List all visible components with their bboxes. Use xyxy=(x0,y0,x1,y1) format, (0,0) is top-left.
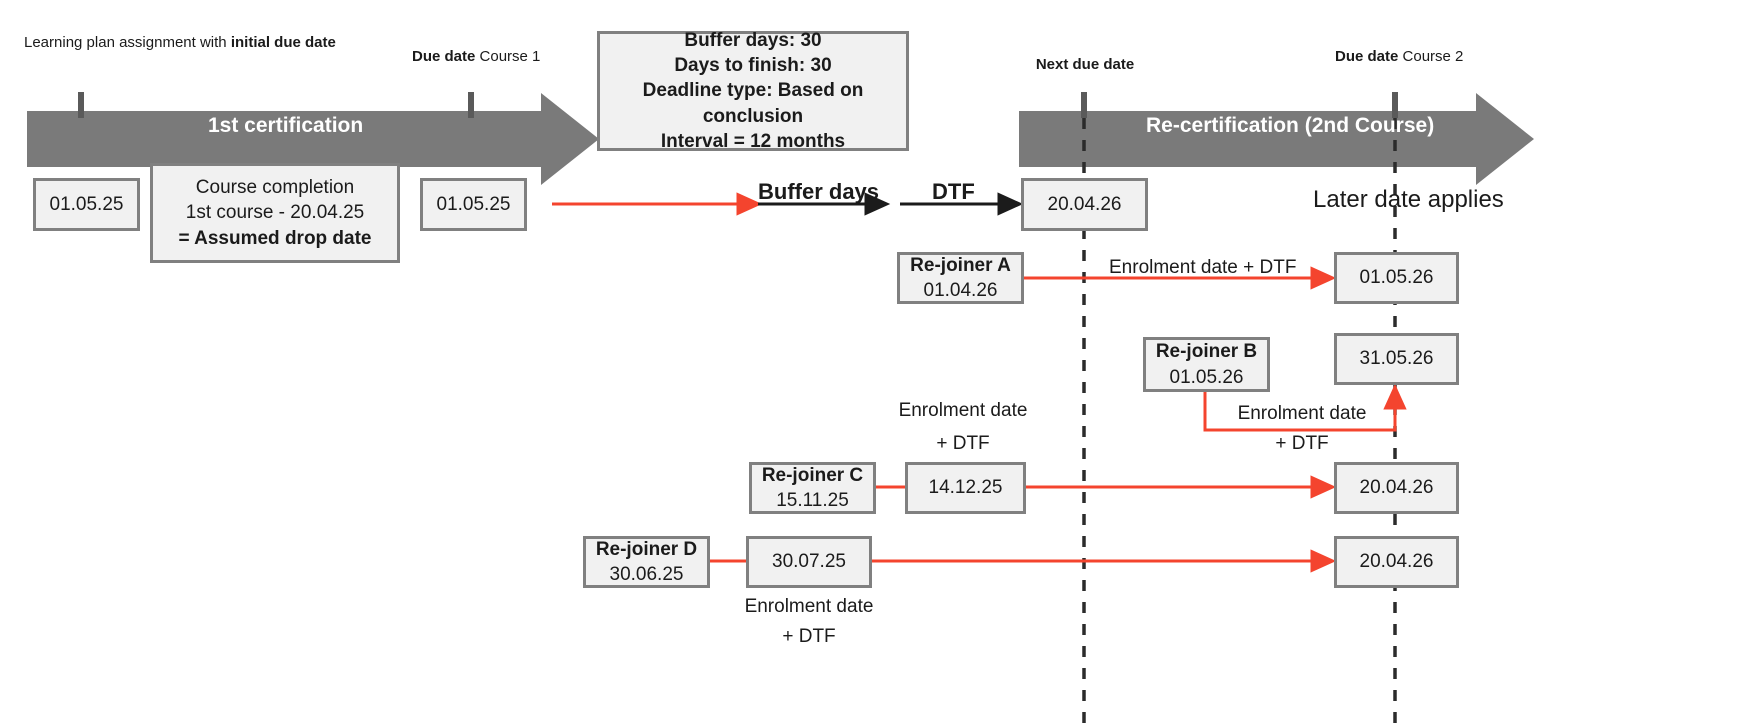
date-value: 20.04.26 xyxy=(1047,193,1122,215)
caption-line-1: Due date xyxy=(1335,48,1399,65)
box-initial-due-date: 01.05.25 xyxy=(33,178,140,231)
rejoiner-name: Re-joiner A xyxy=(910,254,1011,276)
date-value: 20.04.26 xyxy=(1359,551,1434,573)
date-value: 01.05.25 xyxy=(436,193,511,215)
first-certification-label: 1st certification xyxy=(208,114,364,137)
caption-due-date-course-1: Due date Course 1 xyxy=(412,47,540,66)
label-buffer-days: Buffer days xyxy=(758,179,880,204)
label-rejoiner-b-arrow-2: + DTF xyxy=(1275,433,1329,454)
rejoiner-name: Re-joiner D xyxy=(595,538,698,560)
label-rejoiner-b-arrow-1: Enrolment date xyxy=(1237,403,1367,424)
box-next-due-date: 20.04.26 xyxy=(1021,178,1148,231)
label-rejoiner-d-arrow-1: Enrolment date xyxy=(744,596,874,617)
box-rejoiner-d-computed: 30.07.25 xyxy=(746,536,872,588)
caption-line-2: Course 2 xyxy=(1402,48,1464,65)
date-value: 31.05.26 xyxy=(1359,348,1434,370)
caption-initial-due-date: Learning plan assignment with initial du… xyxy=(24,33,336,52)
box-rejoiner-a-result: 01.05.26 xyxy=(1334,252,1459,304)
settings-days-to-finish: Days to finish: 30 xyxy=(674,55,832,77)
caption-line-2: Course 1 xyxy=(479,48,541,65)
box-course-completion: Course completion 1st course - 20.04.25 … xyxy=(150,163,400,263)
rejoiner-date: 15.11.25 xyxy=(776,490,849,511)
tick-due-date-course-1 xyxy=(468,92,474,118)
label-rejoiner-a-arrow: Enrolment date + DTF xyxy=(1109,257,1297,278)
completion-line-2: 1st course - 20.04.25 xyxy=(185,202,365,224)
box-due-date-course-1: 01.05.25 xyxy=(420,178,527,231)
caption-due-date-course-2: Due date Course 2 xyxy=(1335,47,1463,66)
tick-initial-due-date xyxy=(78,92,84,118)
settings-box: Buffer days: 30 Days to finish: 30 Deadl… xyxy=(597,30,909,152)
label-dtf: DTF xyxy=(932,179,975,204)
label-rejoiner-d-arrow-2: + DTF xyxy=(782,626,836,647)
date-value: 30.07.25 xyxy=(772,551,846,573)
completion-line-1: Course completion xyxy=(195,177,355,199)
box-rejoiner-d: Re-joiner D 30.06.25 xyxy=(583,536,710,588)
date-value: 20.04.26 xyxy=(1359,477,1434,499)
rejoiner-name: Re-joiner C xyxy=(761,464,864,486)
caption-line-1: Due date xyxy=(412,48,476,65)
second-certification-label: Re-certification (2nd Course) xyxy=(1146,114,1435,137)
box-rejoiner-c-result: 20.04.26 xyxy=(1334,462,1459,514)
box-rejoiner-a: Re-joiner A 01.04.26 xyxy=(897,252,1024,304)
rejoiner-name: Re-joiner B xyxy=(1155,341,1258,363)
settings-interval: Interval = 12 months xyxy=(660,130,846,152)
caption-line-2: assignment with xyxy=(119,34,227,51)
settings-buffer-days: Buffer days: 30 xyxy=(684,30,822,52)
label-later-date-applies: Later date applies xyxy=(1313,186,1504,213)
tick-next-due-date xyxy=(1081,92,1087,118)
box-rejoiner-c-computed: 14.12.25 xyxy=(905,462,1026,514)
date-value: 01.05.26 xyxy=(1359,267,1434,289)
rejoiner-date: 01.04.26 xyxy=(923,280,998,301)
date-value: 01.05.25 xyxy=(49,193,124,215)
rejoiner-date: 30.06.25 xyxy=(609,564,684,585)
settings-deadline-type: Deadline type: Based on conclusion xyxy=(642,80,864,127)
rejoiner-date: 01.05.26 xyxy=(1169,366,1244,388)
box-rejoiner-d-result: 20.04.26 xyxy=(1334,536,1459,588)
label-rejoiner-c-arrow-2: + DTF xyxy=(936,433,990,454)
caption-line-1: Learning plan xyxy=(24,34,115,51)
box-rejoiner-c: Re-joiner C 15.11.25 xyxy=(749,462,876,514)
box-rejoiner-b: Re-joiner B 01.05.26 xyxy=(1143,337,1270,392)
second-certification-band xyxy=(1019,92,1534,185)
date-value: 14.12.25 xyxy=(928,477,1003,499)
box-rejoiner-b-result: 31.05.26 xyxy=(1334,333,1459,385)
caption-next-due-date: Next due date xyxy=(1004,55,1166,74)
label-rejoiner-c-arrow-1: Enrolment date xyxy=(898,400,1028,421)
caption-line-3: initial due date xyxy=(230,34,336,51)
caption-line-1: Next due date xyxy=(1035,56,1135,73)
completion-line-3: = Assumed drop date xyxy=(178,227,372,249)
